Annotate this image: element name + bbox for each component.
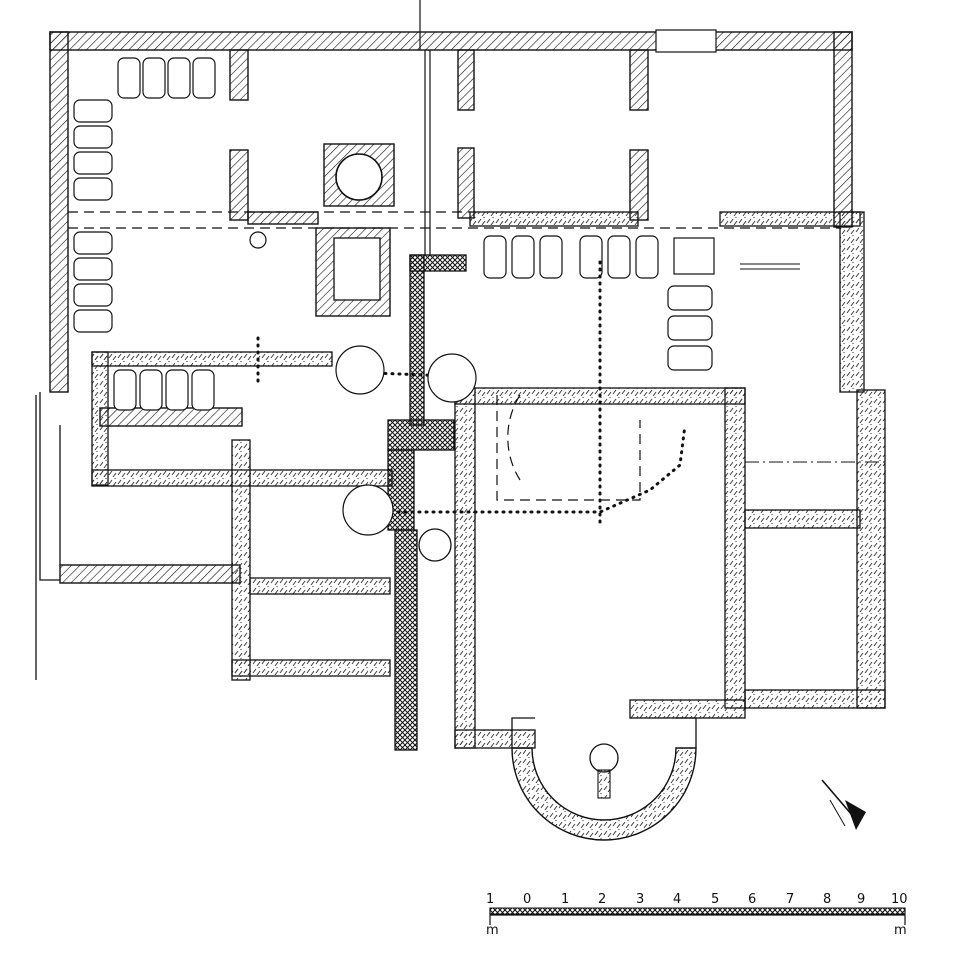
- hidden-lines: [68, 211, 840, 501]
- scale-tick-label: 0: [523, 892, 531, 907]
- scale-tick-label: 1: [486, 892, 494, 907]
- modern-building-walls: [49, 31, 853, 584]
- scale-tick-label: 8: [823, 892, 831, 907]
- fixtures-nw: [73, 57, 216, 333]
- partition-4: [457, 147, 475, 219]
- partition-1: [229, 49, 249, 101]
- wall-j: [856, 389, 886, 709]
- south-annex-wall: [59, 564, 241, 584]
- wall-a: [91, 351, 109, 486]
- north-wall: [49, 31, 853, 51]
- partition-6: [629, 149, 649, 221]
- wall-o: [231, 439, 251, 681]
- pipe-east: [740, 263, 886, 540]
- scale-tick-label: 1: [561, 892, 569, 907]
- pipe-north: [419, 0, 431, 255]
- scale-tick-label: 7: [786, 892, 794, 907]
- scale-tick-label: 5: [711, 892, 719, 907]
- wall-g: [454, 729, 536, 749]
- scale-tick-label: 10: [891, 892, 908, 907]
- partition-2: [229, 149, 249, 221]
- scale-bar: 1 0 1 2 3 4 5 6 7 8 9 10 m m: [486, 892, 908, 938]
- scale-unit-left: m: [486, 923, 499, 938]
- west-wall: [49, 31, 69, 393]
- wall-d: [454, 387, 476, 749]
- annex-partition: [99, 407, 243, 427]
- scale-tick-label: 9: [857, 892, 865, 907]
- dark-wall: [387, 254, 467, 751]
- scale-tick-label: 3: [636, 892, 644, 907]
- wall-p: [231, 659, 391, 677]
- wall-f: [724, 387, 746, 709]
- partition-5: [629, 49, 649, 111]
- fixtures-center: [113, 235, 715, 411]
- east-wall-upper: [833, 31, 853, 228]
- apse: [511, 747, 697, 841]
- scale-tick-label: 4: [673, 892, 681, 907]
- scale-tick-label: 6: [748, 892, 756, 907]
- wall-q: [249, 577, 391, 595]
- roman-bath-walls: [91, 211, 886, 749]
- wall-m: [469, 211, 639, 227]
- wall-l: [839, 211, 865, 393]
- wall-n: [719, 211, 861, 227]
- manholes: [249, 231, 477, 536]
- scale-unit-right: m: [894, 923, 907, 938]
- wall-k: [744, 509, 861, 529]
- wall-h: [629, 699, 746, 719]
- wall-c: [91, 351, 333, 367]
- cross-wall: [247, 211, 319, 225]
- scale-tick-label: 2: [598, 892, 606, 907]
- partition-3: [457, 49, 475, 111]
- west-annex-outline: [35, 392, 61, 680]
- north-arrow-icon: [821, 779, 866, 830]
